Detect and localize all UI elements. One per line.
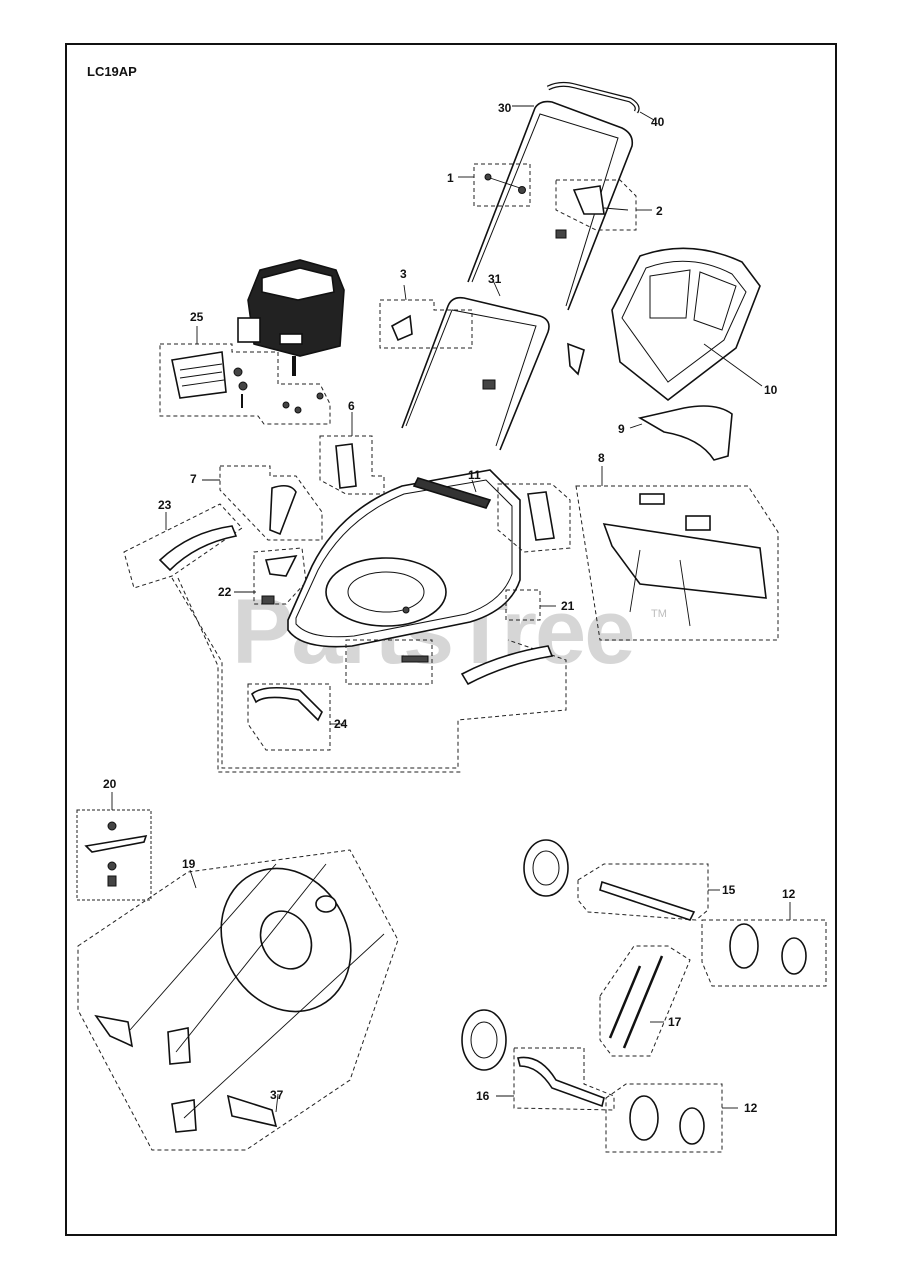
label-16: 16 (476, 1089, 490, 1103)
front-axle-cover[interactable] (158, 525, 238, 572)
label-12-top: 12 (782, 887, 796, 901)
engine[interactable] (237, 259, 345, 376)
cable-clip (482, 379, 496, 390)
hardware-group-rear-plate (497, 483, 571, 553)
blade-adapter[interactable] (315, 895, 337, 913)
cable-control-lever[interactable] (572, 185, 605, 215)
label-25: 25 (190, 310, 204, 324)
front-wheel-hubcap[interactable] (781, 937, 807, 975)
rear-height-adjuster[interactable] (602, 493, 767, 627)
label-10: 10 (764, 383, 778, 397)
hardware-group-12-top (701, 919, 827, 987)
label-22: 22 (218, 585, 232, 599)
label-40: 40 (651, 115, 665, 129)
rear-axle[interactable] (517, 1056, 605, 1108)
height-adjust-plate-rear[interactable] (527, 491, 555, 541)
label-11: 11 (468, 468, 481, 482)
front-deck-bracket[interactable] (264, 555, 298, 577)
label-15: 15 (722, 883, 736, 897)
front-axle[interactable] (599, 880, 696, 921)
label-9: 9 (618, 422, 625, 436)
handle-knob-right[interactable] (567, 342, 585, 376)
mulching-blade-37[interactable] (226, 1094, 278, 1128)
mulching-disc[interactable] (197, 846, 376, 1035)
label-23: 23 (158, 498, 172, 512)
hardware-group-25 (159, 343, 331, 425)
lower-handle[interactable] (401, 296, 550, 451)
height-adjust-lever-front[interactable] (269, 484, 297, 536)
label-21: 21 (561, 599, 575, 613)
hardware-group-bottom (345, 639, 433, 685)
front-wheel-loose[interactable] (523, 839, 569, 897)
deck-hardware-outline-2 (177, 577, 462, 773)
hardware-group-21 (505, 589, 541, 621)
rear-axle-cover[interactable] (460, 645, 554, 686)
cable-clip-upper (555, 229, 567, 239)
hardware-group-23 (123, 503, 243, 589)
hardware-group-1 (473, 163, 531, 207)
rear-axle-bar[interactable] (251, 686, 323, 722)
mulching-blade-3[interactable] (171, 1099, 197, 1133)
hardware-group-19 (77, 849, 399, 1151)
label-8: 8 (598, 451, 605, 465)
height-adjust-plate-front[interactable] (335, 443, 357, 489)
rear-wheel-hubcap[interactable] (679, 1107, 705, 1145)
label-24: 24 (334, 717, 348, 731)
cutting-blade[interactable] (84, 834, 148, 853)
mulching-blade-1[interactable] (94, 1014, 134, 1048)
mulch-plug[interactable] (637, 405, 733, 461)
rear-wheel[interactable] (629, 1095, 659, 1141)
watermark-trademark: TM (651, 608, 667, 620)
label-17: 17 (668, 1015, 682, 1029)
hardware-group-8 (575, 485, 779, 641)
hardware-group-17 (599, 945, 691, 1057)
deck-hardware-outline (171, 577, 567, 769)
upper-handle[interactable] (467, 100, 634, 311)
label-6: 6 (348, 399, 355, 413)
label-31: 31 (488, 272, 502, 286)
rear-flap-rod[interactable] (412, 477, 492, 509)
mower-deck[interactable] (287, 469, 521, 648)
hardware-group-15 (577, 863, 709, 921)
rear-wheel-loose[interactable] (461, 1009, 507, 1071)
handle-grip[interactable] (546, 81, 640, 114)
hardware-group-16 (513, 1047, 615, 1111)
front-wheel[interactable] (729, 923, 759, 969)
label-37: 37 (270, 1088, 284, 1102)
label-30: 30 (498, 101, 512, 115)
handle-knob-left[interactable] (390, 314, 413, 342)
model-code: LC19AP (87, 64, 137, 79)
diagram-frame (65, 43, 837, 1236)
label-3: 3 (400, 267, 407, 281)
label-2: 2 (656, 204, 663, 218)
engine-air-filter[interactable] (171, 351, 227, 399)
grass-catcher[interactable] (611, 247, 761, 402)
label-19: 19 (182, 857, 196, 871)
label-7: 7 (190, 472, 197, 486)
hardware-group-6 (319, 435, 385, 495)
hardware-group-3 (379, 299, 473, 349)
label-20: 20 (103, 777, 117, 791)
label-1: 1 (447, 171, 454, 185)
hardware-group-2 (555, 179, 637, 231)
label-12-bottom: 12 (744, 1101, 758, 1115)
hardware-group-12-bottom (605, 1083, 723, 1153)
mulching-blade-2[interactable] (167, 1027, 191, 1065)
hardware-group-20 (76, 809, 152, 901)
